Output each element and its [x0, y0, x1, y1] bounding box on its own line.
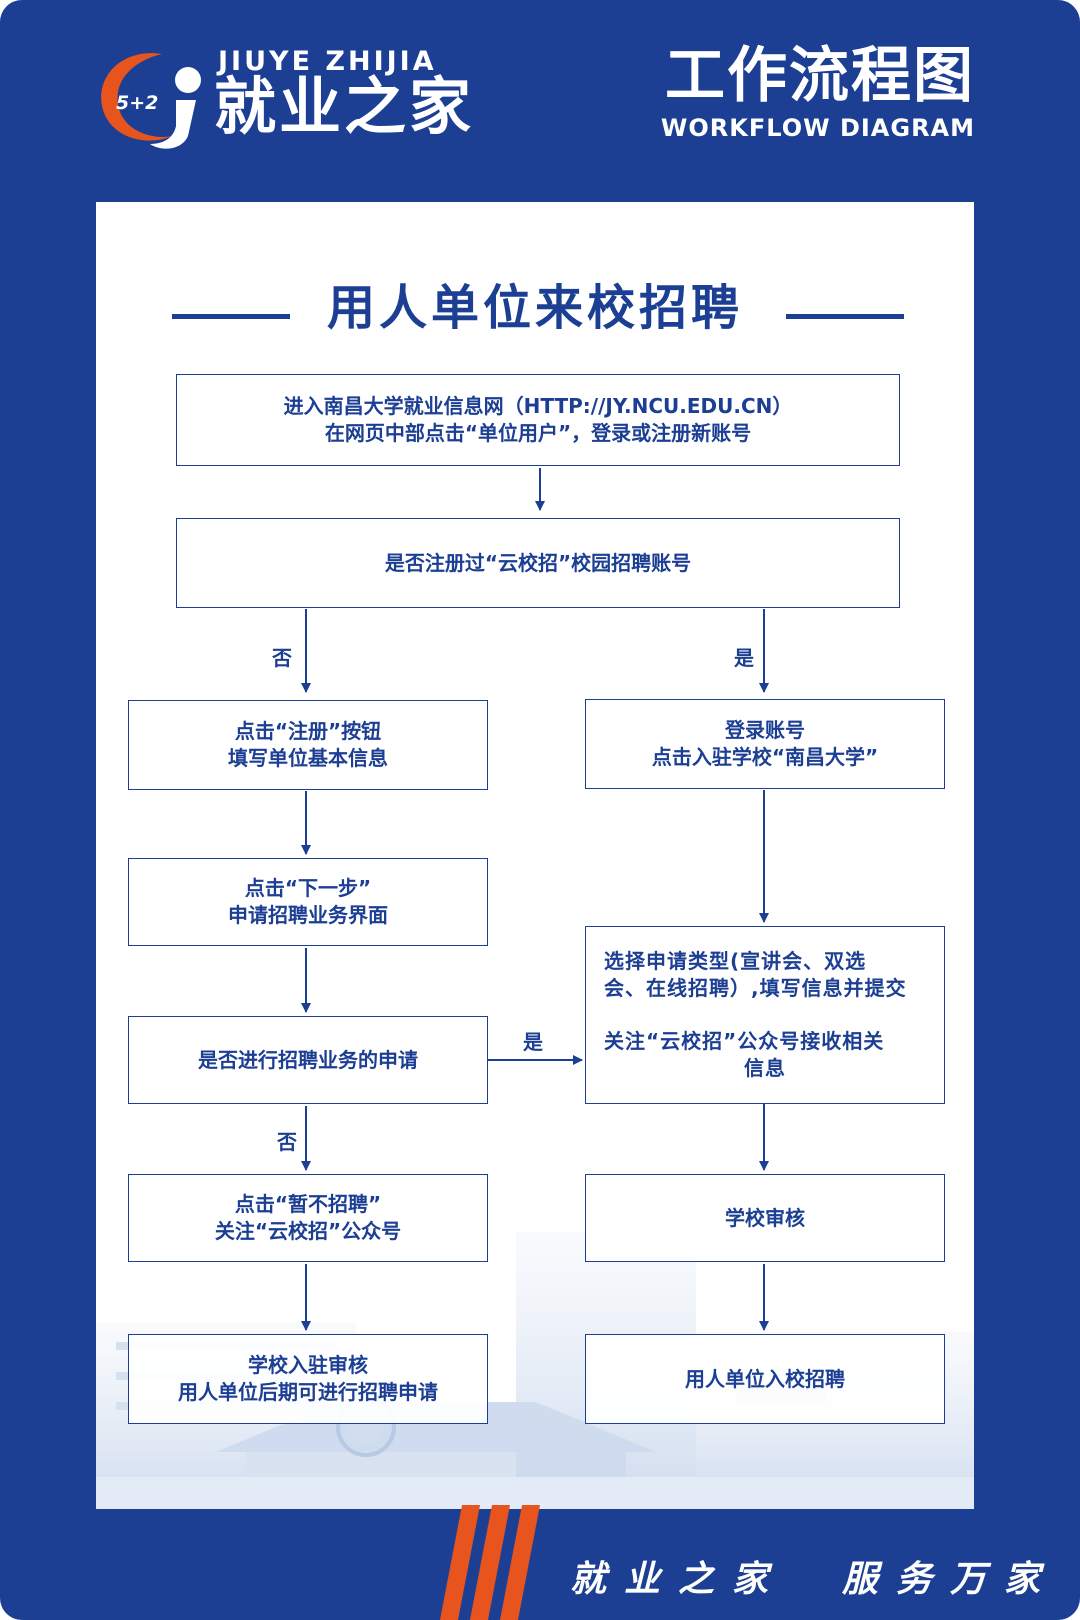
- step-login-account: 登录账号 点击入驻学校“南昌大学”: [585, 699, 945, 789]
- step-click-next: 点击“下一步” 申请招聘业务界面: [128, 858, 488, 946]
- flowchart-panel: 用人单位来校招聘 进入南昌大学就: [96, 202, 974, 1509]
- title-en: WORKFLOW DIAGRAM: [660, 114, 975, 142]
- title-line-right: [786, 314, 904, 319]
- jiuye-zhijia-logo: 5+2 JIUYE ZHIJIA 就业之家: [92, 40, 492, 160]
- step-school-review: 学校审核: [585, 1174, 945, 1262]
- campus-building-watermark: [96, 1232, 974, 1509]
- step-school-entry-review-line1: 学校入驻审核: [248, 1353, 368, 1377]
- header-title: 工作流程图 WORKFLOW DIAGRAM: [661, 46, 975, 142]
- title-line-left: [172, 314, 290, 319]
- step-school-review-text: 学校审核: [725, 1205, 805, 1230]
- step-school-entry-review: 学校入驻审核 用人单位后期可进行招聘申请: [128, 1334, 488, 1424]
- slogan-right: 服务万家: [842, 1558, 1059, 1600]
- step-pause-recruitment: 点击“暂不招聘” 关注“云校招”公众号: [128, 1174, 488, 1262]
- step-select-type-line3: 关注“云校招”公众号接收相关: [604, 1029, 885, 1053]
- step-campus-recruitment: 用人单位入校招聘: [585, 1334, 945, 1424]
- step-select-type-spacer: [604, 1002, 926, 1028]
- step-select-type-line1: 选择申请类型(宣讲会、双选: [604, 949, 867, 973]
- step-click-register-line1: 点击“注册”按钮: [234, 719, 382, 743]
- label-no-apply: 否: [277, 1130, 297, 1154]
- step-enter-website-line2: 在网页中部点击“单位用户”，登录或注册新账号: [324, 421, 752, 445]
- step-school-entry-review-line2: 用人单位后期可进行招聘申请: [178, 1380, 438, 1404]
- step-enter-website: 进入南昌大学就业信息网（HTTP://JY.NCU.EDU.CN） 在网页中部点…: [176, 374, 900, 466]
- logo-pinyin: JIUYE ZHIJIA: [218, 46, 437, 77]
- logo-name: 就业之家: [214, 70, 475, 143]
- step-pause-recruitment-line2: 关注“云校招”公众号: [214, 1219, 402, 1243]
- step-click-register: 点击“注册”按钮 填写单位基本信息: [128, 700, 488, 790]
- slogan-left: 就业之家: [570, 1558, 787, 1600]
- decision-registered: 是否注册过“云校招”校园招聘账号: [176, 518, 900, 608]
- label-yes-register: 是: [734, 646, 754, 670]
- flowchart-title: 用人单位来校招聘: [326, 280, 743, 336]
- step-click-register-line2: 填写单位基本信息: [228, 746, 388, 770]
- decision-apply-recruitment-text: 是否进行招聘业务的申请: [198, 1047, 418, 1072]
- logo-swirl-icon: [101, 53, 201, 149]
- step-select-application-type: 选择申请类型(宣讲会、双选 会、在线招聘）,填写信息并提交 关注“云校招”公众号…: [585, 926, 945, 1104]
- label-no-register: 否: [272, 646, 292, 670]
- title-cn: 工作流程图: [665, 41, 975, 111]
- decision-apply-recruitment: 是否进行招聘业务的申请: [128, 1016, 488, 1104]
- step-select-type-line4: 信息: [744, 1056, 786, 1080]
- decision-registered-text: 是否注册过“云校招”校园招聘账号: [384, 550, 692, 575]
- step-click-next-line1: 点击“下一步”: [244, 876, 372, 900]
- label-yes-apply: 是: [523, 1030, 543, 1054]
- step-select-type-line2: 会、在线招聘）,填写信息并提交: [604, 976, 907, 1000]
- step-campus-recruitment-text: 用人单位入校招聘: [685, 1366, 845, 1391]
- step-login-account-line1: 登录账号: [725, 718, 805, 742]
- orange-stripes-decoration: [440, 1505, 540, 1620]
- step-pause-recruitment-line1: 点击“暂不招聘”: [234, 1192, 382, 1216]
- step-click-next-line2: 申请招聘业务界面: [228, 903, 388, 927]
- logo-number: 5+2: [116, 92, 159, 114]
- step-login-account-line2: 点击入驻学校“南昌大学”: [651, 745, 879, 769]
- step-enter-website-line1: 进入南昌大学就业信息网（HTTP://JY.NCU.EDU.CN）: [283, 394, 793, 418]
